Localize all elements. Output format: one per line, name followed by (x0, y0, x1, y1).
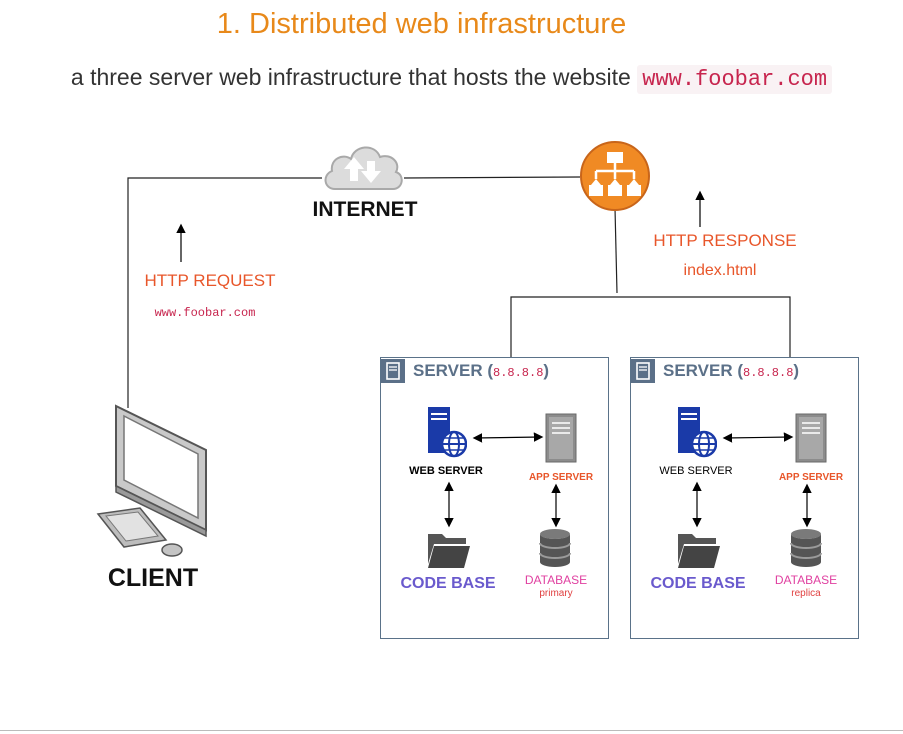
database-icon (790, 529, 822, 567)
client-internet-line (127, 177, 322, 408)
server-internal-links (692, 432, 812, 528)
http-request-label: HTTP REQUEST (144, 271, 276, 290)
server-title: SERVER (8.8.8.8) (413, 361, 549, 381)
page-subtitle: a three server web infrastructure that h… (0, 64, 903, 94)
subtitle-text: a three server web infrastructure that h… (70, 64, 631, 90)
database-role-label: primary (539, 588, 573, 599)
server-tower-icon (545, 413, 577, 463)
server-icon (631, 359, 655, 383)
page-title: 1. Distributed web infrastructure (216, 8, 627, 40)
client-label: CLIENT (107, 564, 199, 592)
server-title-end: ) (793, 361, 800, 380)
code-base-label: CODE BASE (400, 575, 496, 592)
server-title: SERVER (8.8.8.8) (663, 361, 799, 381)
database-label: DATABASE (774, 573, 838, 587)
server-tower-icon (795, 413, 827, 463)
web-server-label: WEB SERVER (409, 465, 483, 477)
server-title-text: SERVER ( (413, 361, 493, 380)
code-base-label: CODE BASE (650, 575, 746, 592)
server-title-end: ) (543, 361, 550, 380)
lb-split-line (510, 296, 791, 357)
internet-lb-line (403, 176, 581, 179)
folder-icon (678, 534, 720, 568)
server-ip: 8.8.8.8 (743, 366, 794, 380)
http-request-url: www.foobar.com (154, 306, 256, 320)
load-balancer-icon (580, 141, 650, 211)
server-ip: 8.8.8.8 (493, 366, 544, 380)
server-header-1: SERVER (8.8.8.8) (381, 358, 549, 384)
server-title-text: SERVER ( (663, 361, 743, 380)
bottom-divider (0, 730, 903, 731)
lb-down-line (614, 207, 618, 294)
web-server-globe-icon (428, 407, 467, 458)
folder-icon (428, 534, 470, 568)
server-box-2: SERVER (8.8.8.8) WEB SERVER APP SERVER C… (630, 357, 859, 639)
database-icon (539, 529, 571, 567)
subtitle-domain: www.foobar.com (637, 65, 833, 94)
database-role-label: replica (791, 588, 821, 599)
server-header-2: SERVER (8.8.8.8) (631, 358, 799, 384)
desktop-computer-icon (96, 404, 207, 557)
web-server-label: WEB SERVER (659, 465, 733, 477)
database-label: DATABASE (524, 573, 588, 587)
internet-label: INTERNET (312, 198, 418, 221)
server-icon (381, 359, 405, 383)
web-server-globe-icon (678, 407, 717, 458)
server-box-1: SERVER (8.8.8.8) WEB SERVER APP SERVER C… (380, 357, 609, 639)
http-response-label: HTTP RESPONSE (653, 231, 797, 250)
server-internal-links (444, 432, 561, 528)
http-response-file: index.html (683, 262, 757, 279)
app-server-label: APP SERVER (778, 472, 844, 483)
cloud-upload-download-icon (324, 146, 403, 190)
app-server-label: APP SERVER (528, 472, 594, 483)
